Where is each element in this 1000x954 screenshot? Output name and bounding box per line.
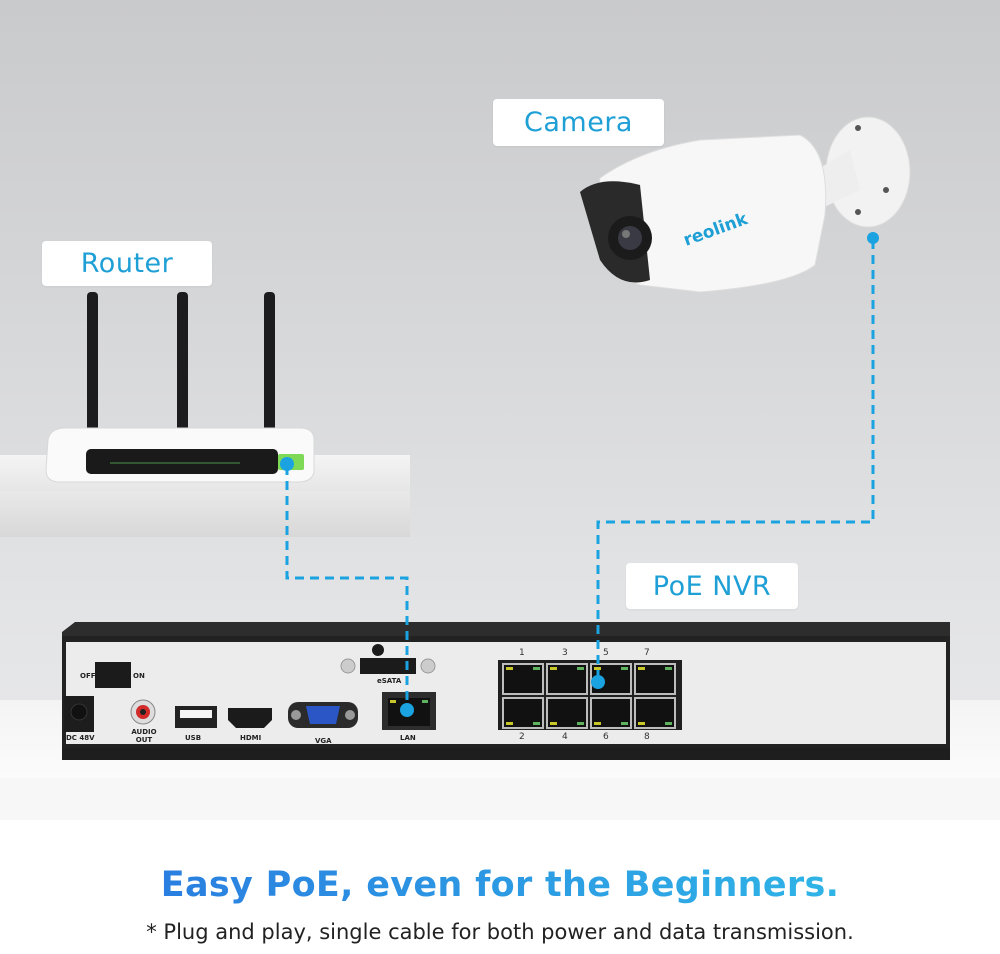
port-led	[594, 722, 601, 725]
router-antennas	[87, 292, 275, 432]
nvr-lan-dot	[400, 703, 414, 717]
connection-cables	[285, 240, 875, 710]
router-to-nvr-cable	[285, 466, 409, 710]
table-front	[0, 778, 1000, 820]
camera-label: Camera	[493, 99, 664, 146]
audio-label: AUDIO OUT	[130, 728, 158, 744]
poe-port-grid	[502, 663, 676, 729]
poe-port-num: 8	[644, 732, 650, 742]
dc-label: DC 48V	[66, 734, 95, 742]
product-scene: reolink	[0, 0, 1000, 820]
poe-port-num: 1	[519, 648, 525, 658]
headline-text: Easy PoE, even for the Beginners.	[160, 865, 840, 905]
port-led	[577, 722, 584, 725]
router-device	[45, 427, 315, 483]
camera-to-nvr-cable	[596, 240, 875, 682]
port-led	[577, 667, 584, 670]
port-led	[506, 722, 513, 725]
port-led	[638, 667, 645, 670]
poe-port-num: 3	[562, 648, 568, 658]
headline: Easy PoE, even for the Beginners.	[0, 865, 1000, 905]
lan-label: LAN	[400, 734, 416, 742]
wall-shelf-front	[0, 491, 410, 537]
port-led	[665, 667, 672, 670]
port-led	[621, 722, 628, 725]
poe-port-num: 4	[562, 732, 568, 742]
port-led	[550, 722, 557, 725]
poe-port-num: 2	[519, 732, 525, 742]
audio-label-line1: AUDIO	[131, 728, 157, 736]
port-led	[638, 722, 645, 725]
nvr-label: PoE NVR	[626, 563, 798, 609]
device-illustration: reolink	[45, 116, 950, 760]
usb-label: USB	[185, 734, 202, 742]
nvr-poe-dot	[591, 675, 605, 689]
poe-port-num: 5	[603, 648, 609, 658]
port-led	[621, 667, 628, 670]
port-led	[550, 667, 557, 670]
nvr-device	[62, 622, 950, 760]
camera-port-dot	[867, 232, 879, 244]
port-led	[594, 667, 601, 670]
poe-port-num: 7	[644, 648, 650, 658]
switch-on-label: ON	[133, 672, 145, 680]
port-led	[533, 722, 540, 725]
port-led	[533, 667, 540, 670]
poe-port-num: 6	[603, 732, 609, 742]
router-label: Router	[42, 241, 212, 286]
router-port-dot	[280, 457, 294, 471]
camera-device: reolink	[580, 116, 911, 293]
cable-endpoints	[280, 232, 879, 717]
hdmi-label: HDMI	[240, 734, 262, 742]
esata-label: eSATA	[377, 677, 402, 685]
footnote: * Plug and play, single cable for both p…	[146, 920, 854, 944]
port-led	[665, 722, 672, 725]
vga-label: VGA	[315, 737, 332, 745]
port-led	[506, 667, 513, 670]
audio-label-line2: OUT	[135, 736, 153, 744]
switch-off-label: OFF	[80, 672, 96, 680]
